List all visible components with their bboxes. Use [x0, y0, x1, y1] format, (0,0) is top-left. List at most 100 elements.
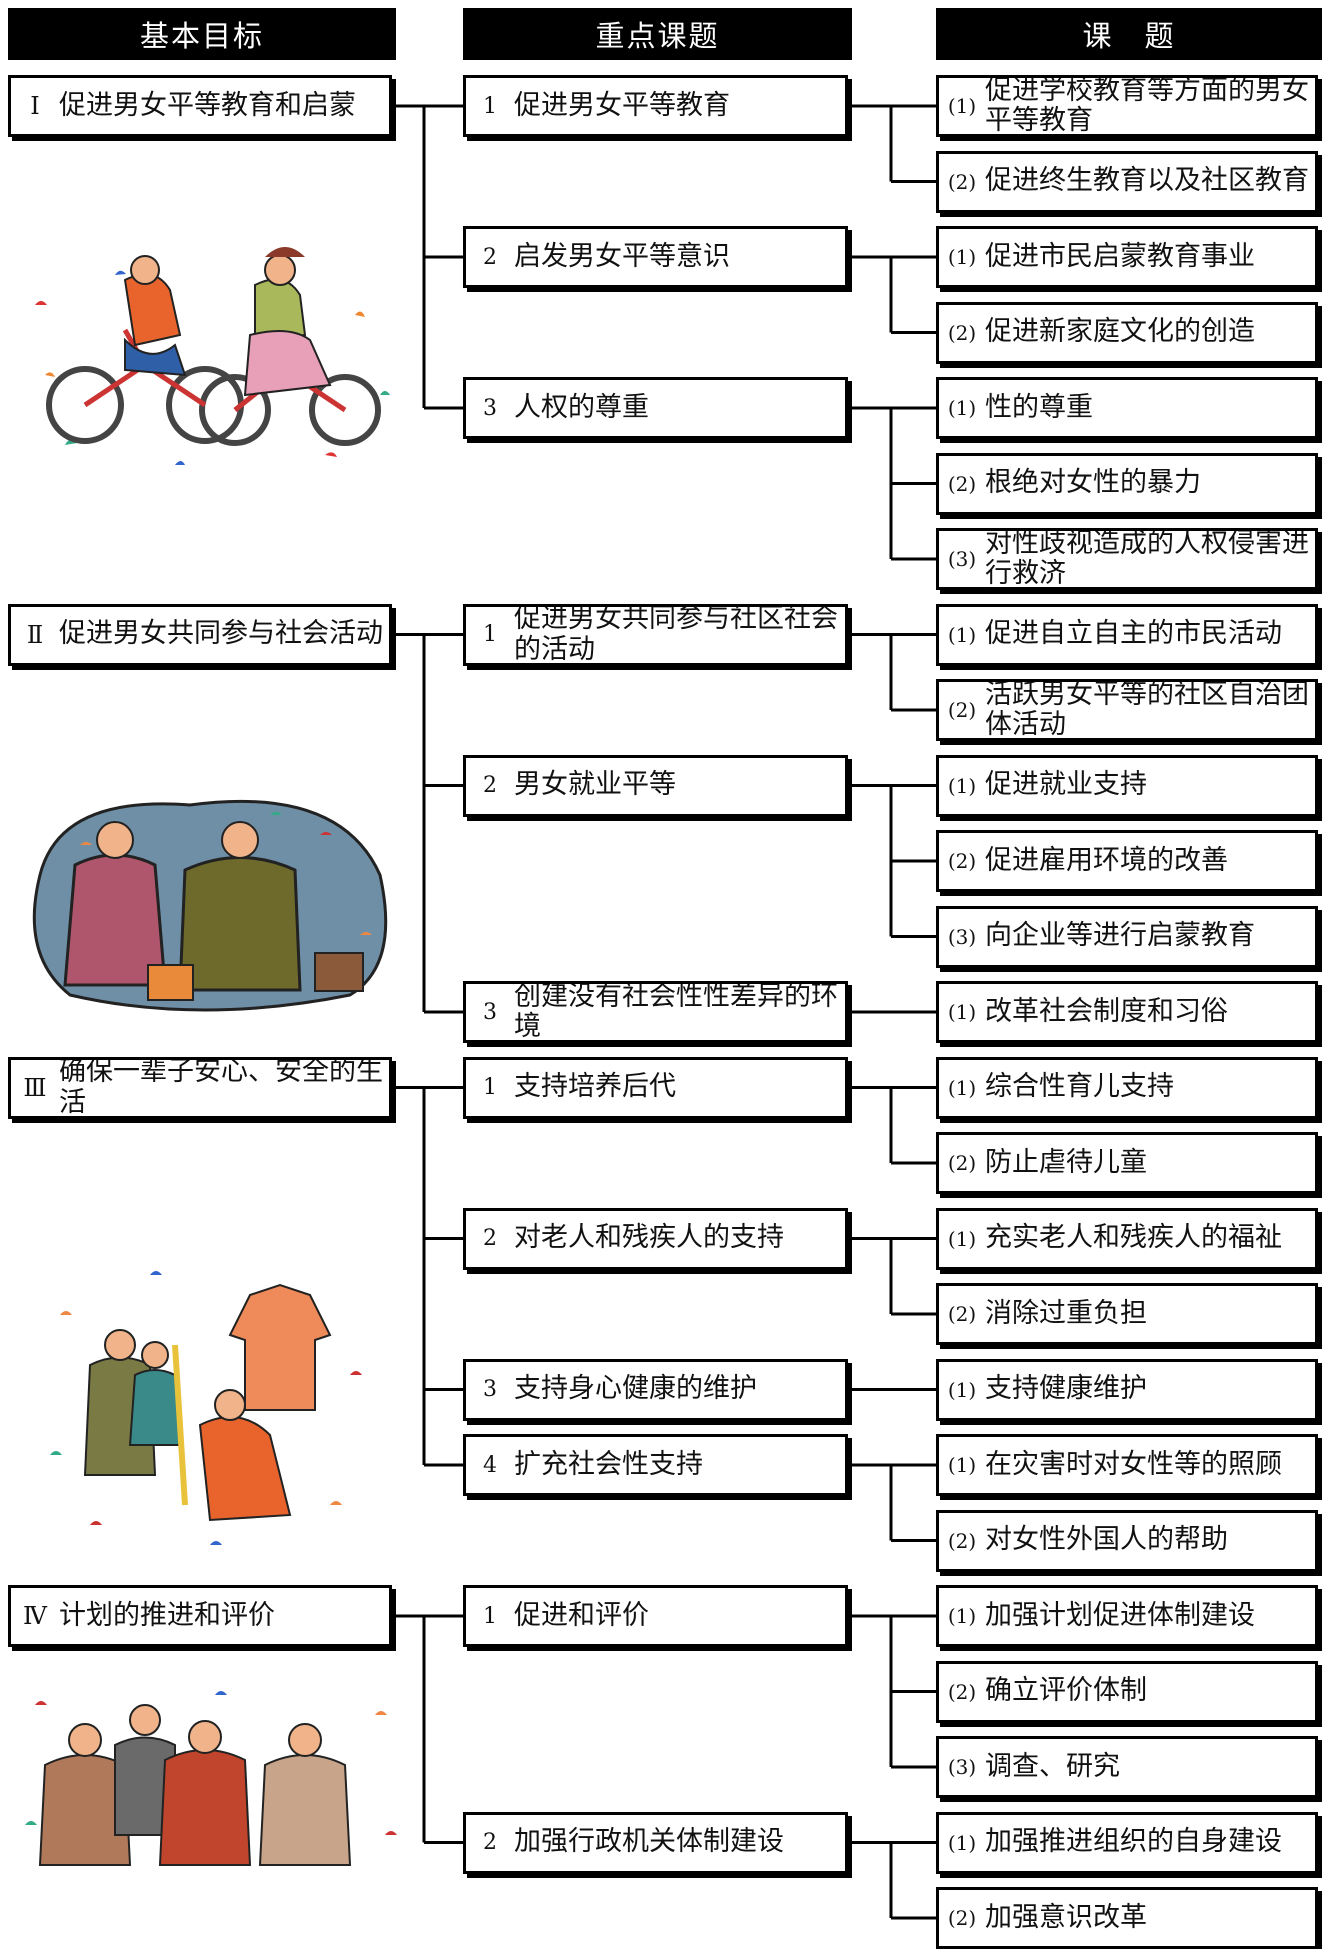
item-box-label: 加强意识改革	[985, 1901, 1147, 1933]
item-box-label: 性的尊重	[985, 391, 1093, 423]
area-box-number: 3	[483, 999, 497, 1025]
goal-box-number: Ⅰ	[30, 92, 40, 120]
area-box-number: 1	[483, 1075, 497, 1100]
rider-man	[123, 273, 182, 347]
item-box-number: (1)	[947, 1377, 977, 1402]
item-box: (2)活跃男女平等的社区自治团体活动	[936, 679, 1318, 741]
item-box-number: (2)	[947, 169, 977, 194]
goal-box-number: Ⅳ	[23, 1602, 47, 1630]
area-box-label: 人权的尊重	[514, 391, 649, 423]
item-box-label: 促进终生教育以及社区教育	[985, 165, 1309, 197]
goal-box: Ⅱ 促进男女共同参与社会活动	[8, 603, 392, 666]
item-box-number: (1)	[947, 1226, 977, 1251]
item-box: (1) 促进市民启蒙教育事业	[936, 226, 1318, 288]
item-box: (2)根绝对女性的暴力	[936, 452, 1318, 515]
item-box-number: (2)	[947, 320, 977, 345]
area-box-label: 加强行政机关体制建设	[514, 1826, 784, 1858]
item-box-label: 防止虐待儿童	[985, 1146, 1147, 1178]
item-box: (1)加强推进组织的自身建设	[936, 1811, 1318, 1874]
item-box-label: 充实老人和残疾人的福祉	[985, 1222, 1282, 1254]
item-box-number: (1)	[947, 94, 977, 118]
item-box-number: (1)	[947, 1075, 977, 1100]
goal-box-label: 计划的推进和评价	[59, 1599, 275, 1631]
item-box-number: (2)	[947, 1151, 977, 1175]
item-box: (1) 充实老人和残疾人的福祉	[936, 1207, 1318, 1270]
item-box-label: 促进雇用环境的改善	[985, 844, 1228, 876]
area-box-label: 对老人和残疾人的支持	[514, 1222, 784, 1254]
item-box: (2)确立评价体制	[936, 1660, 1318, 1723]
item-box: (1) 改革社会制度和习俗	[936, 981, 1318, 1043]
item-box-label: 加强推进组织的自身建设	[985, 1826, 1282, 1858]
area-box-number: 2	[483, 244, 497, 270]
item-box-label: 支持健康维护	[985, 1373, 1147, 1405]
area-box-label: 支持身心健康的维护	[514, 1373, 757, 1405]
area-box: 3 创建没有社会性性差异的环境	[463, 981, 848, 1043]
item-box: (2) 防止虐待儿童	[936, 1132, 1318, 1194]
item-box-label: 改革社会制度和习俗	[985, 995, 1228, 1027]
area-box: 2 男女就业平等	[463, 754, 848, 817]
item-box: (3)对性歧视造成的人权侵害进行救济	[936, 528, 1318, 590]
item-box-number: (1)	[947, 245, 977, 269]
goal-box-label: 确保一辈子安心、安全的生活	[59, 1056, 383, 1118]
item-box-label: 促进新家庭文化的创造	[985, 316, 1255, 348]
area-box-number: 3	[483, 1377, 497, 1402]
area-box-number: 1	[483, 1603, 497, 1629]
area-box-number: 1	[483, 93, 497, 119]
header-goals: 基本目标	[8, 8, 396, 60]
area-box: 3 人权的尊重	[463, 377, 848, 439]
item-box-number: (3)	[947, 924, 977, 949]
item-box-label: 综合性育儿支持	[985, 1071, 1174, 1103]
item-box: (1) 支持健康维护	[936, 1358, 1318, 1421]
area-box-number: 4	[483, 1452, 497, 1478]
shirt-icon	[228, 1283, 332, 1411]
goal-box: Ⅳ 计划的推进和评价	[8, 1585, 392, 1647]
item-box: (1)加强计划促进体制建设	[936, 1585, 1318, 1647]
item-box-label: 促进市民启蒙教育事业	[985, 240, 1255, 272]
item-box: (3)向企业等进行启蒙教育	[936, 905, 1318, 968]
group-illustration	[25, 1691, 397, 1866]
item-box: (2)对女性外国人的帮助	[936, 1509, 1318, 1572]
goal-box-label: 促进男女共同参与社会活动	[59, 618, 383, 650]
bike-wheel	[309, 374, 381, 446]
briefcase-icon	[147, 964, 194, 1001]
area-box: 3 支持身心健康的维护	[463, 1358, 848, 1421]
item-box: (2) 促进新家庭文化的创造	[936, 301, 1318, 364]
item-box-label: 促进自立自主的市民活动	[985, 618, 1282, 650]
item-box-number: (1)	[947, 396, 977, 420]
area-box: 2 对老人和残疾人的支持	[463, 1207, 848, 1270]
item-box-number: (3)	[947, 547, 977, 571]
bike-wheel	[46, 366, 124, 444]
item-box: (3)调查、研究	[936, 1736, 1318, 1798]
tailor-figure	[198, 1416, 292, 1522]
item-box-label: 活跃男女平等的社区自治团体活动	[985, 679, 1309, 740]
area-box-number: 3	[483, 395, 497, 421]
child-figure	[128, 1369, 182, 1446]
area-box-label: 男女就业平等	[514, 769, 676, 801]
goal-box-label: 促进男女平等教育和启蒙	[59, 89, 356, 121]
item-box-label: 促进就业支持	[985, 769, 1147, 801]
area-box: 1 促进男女平等教育	[463, 75, 848, 137]
item-box-number: (2)	[947, 1528, 977, 1553]
area-box-label: 促进男女平等教育	[514, 89, 730, 121]
item-box-number: (2)	[947, 1906, 977, 1930]
item-box-label: 确立评价体制	[985, 1675, 1147, 1707]
area-box-number: 2	[483, 773, 497, 798]
tailor-illustration	[50, 1271, 362, 1545]
header-areas: 重点课题	[463, 8, 852, 60]
item-box-number: (1)	[947, 1000, 977, 1024]
person-figure	[158, 1749, 252, 1866]
item-box: (2) 加强意识改革	[936, 1887, 1318, 1949]
item-box: (2)促进雇用环境的改善	[936, 830, 1318, 892]
goal-box-number: Ⅱ	[26, 620, 44, 649]
area-box-number: 1	[483, 622, 497, 647]
area-box-label: 创建没有社会性性差异的环境	[514, 981, 838, 1042]
item-box: (2)消除过重负担	[936, 1283, 1318, 1345]
area-box-number: 2	[483, 1226, 497, 1251]
item-box-number: (1)	[947, 773, 977, 798]
